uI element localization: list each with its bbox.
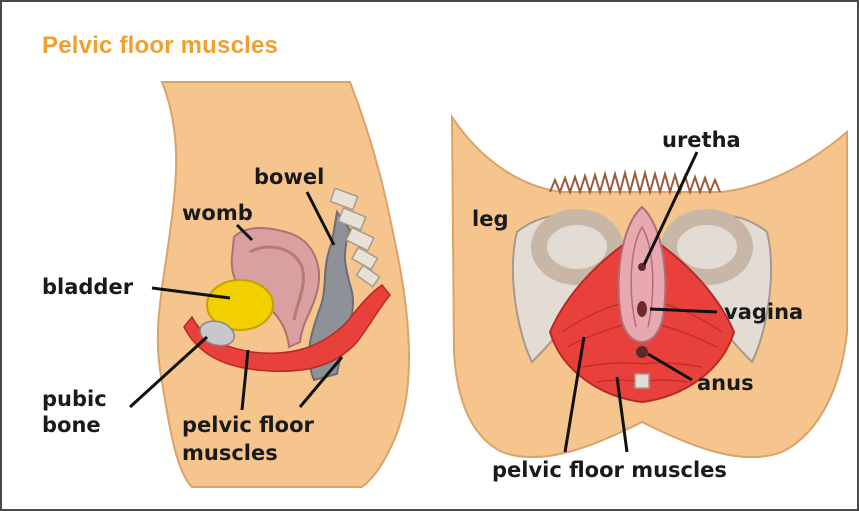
label-pfm-right: pelvic floor muscles [492,458,727,482]
vagina-opening [637,301,647,317]
hair-fringe [550,173,720,192]
label-bladder: bladder [42,275,134,299]
tailbone-tip [635,374,649,388]
label-pubic: pubic [42,387,107,411]
label-leg: leg [472,207,508,231]
anus-opening [636,346,648,358]
label-bone: bone [42,413,101,437]
label-uretha: uretha [662,128,741,152]
label-vagina: vagina [724,300,803,324]
underside-view-illustration [452,117,847,457]
label-womb: womb [182,201,253,225]
label-pfm-left-2: muscles [182,441,278,465]
label-pfm-left-1: pelvic floor [182,413,315,437]
label-anus: anus [697,371,754,395]
label-bowel: bowel [254,165,324,189]
